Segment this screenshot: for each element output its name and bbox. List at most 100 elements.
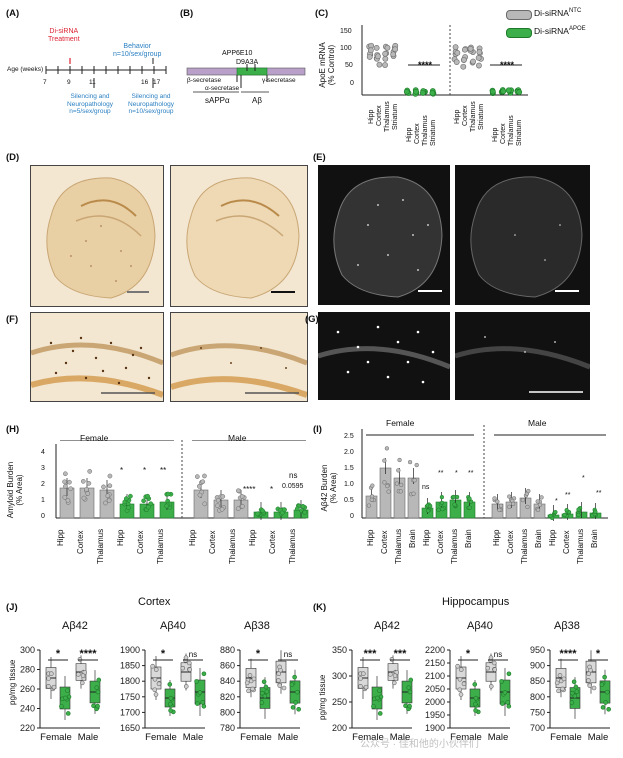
i-dot [386,489,391,494]
box-ytick-label: 800 [220,707,235,717]
c-sig-right: **** [500,60,515,70]
box-sig-female: * [161,648,166,660]
h-xcat-8: Cortex [208,530,217,554]
c-xcat-hipp-2: Hipp [406,127,413,142]
h-xcat-11: Cortex [268,530,277,554]
i-xcat-15: Thalamus [576,528,585,564]
box-dot [388,672,393,677]
gamma-secretase: γ-secretase [262,77,296,84]
box-dot [455,663,460,669]
i-msig-1: * [555,498,558,505]
box-ytick-label: 800 [530,692,545,702]
i-xcat-4: Brain [408,529,417,548]
c-xcat-thalamus-2: Thalamus [422,115,429,146]
h-dot [239,494,245,499]
treatment-label: Di-siRNA Treatment [48,28,80,44]
box-dot [491,660,497,666]
box-ytick-label: 700 [530,723,545,733]
hippocampus-fluorescence-icon [317,325,451,384]
i-xcat-11: Thalamus [520,528,529,564]
j-title: Cortex [138,596,171,608]
treatment-line1: Di-siRNA [49,28,79,35]
c-dot-ntc [476,62,482,69]
h-dot [164,503,169,509]
h-dot [86,481,92,486]
box-dot [572,693,578,699]
box-dot [153,667,159,672]
box-dot [473,708,478,713]
box-sig-female: * [466,648,471,660]
box-dot [94,685,100,690]
box-dot [361,671,366,676]
box-xcat-male: Male [183,732,204,743]
i-dot [576,507,581,512]
h-dot [202,501,208,507]
tick-9: 9 [67,79,71,86]
h-dot [103,500,108,506]
h-dot [128,493,133,499]
c-xcat-thalamus-3: Thalamus [470,101,477,132]
h-fsig-1: * [120,466,124,475]
box-dot [600,705,606,710]
h-xcat-7: Hipp [188,529,197,546]
panel-label-a: (A) [6,8,20,19]
silencing-1-line2: Neuropathology [67,100,113,108]
i-dot [454,494,460,500]
silencing-2-label: Silencing and Neuropathology n=10/sex/gr… [118,93,184,116]
box-dot [296,706,301,712]
box-xcat-female: Female [550,732,582,743]
silencing-2-line3: n=10/sex/group [128,108,174,115]
box-dot [150,663,155,669]
box-dot [59,704,64,709]
c-xcat-hipp-1: Hipp [368,109,375,124]
panel-label-f: (F) [6,314,19,325]
h-xcat-6: Thalamus [156,528,165,564]
box-dot [152,687,158,693]
legend-ntc-text: Di-siRNANTC [534,8,581,18]
h-ytick-1: 1 [41,497,45,504]
box-ytick-label: 2050 [425,684,445,694]
i-xcat-13: Hipp [548,529,557,546]
c-dot-ntc [452,44,459,51]
box-ytick-label: 950 [530,645,545,655]
box-sig-male: **** [79,648,97,660]
box-dot [251,676,257,682]
box-dot [183,684,189,689]
h-dot [63,471,68,477]
brain-fluorescence-icon [333,176,443,298]
box-dot [201,671,207,677]
box-dot [502,690,508,695]
i-male-title: Male [528,418,547,428]
box-dot [290,705,296,710]
h-dot [148,501,154,507]
c-dot-ntc [366,54,373,60]
h-msig-2: * [270,485,274,494]
i-xcat-12: Brain [534,529,543,548]
box-dot [569,700,575,705]
c-dot-ntc [467,45,474,52]
box-ytick-label: 850 [530,676,545,686]
timeline-axis [45,58,167,88]
h-male-title: Male [228,433,247,443]
box-dot [200,700,205,705]
i-xcat-9: Hipp [492,529,501,546]
tick-17: 17 [153,79,161,86]
box-dot [80,673,86,679]
i-dot [593,509,598,514]
box-dot [259,700,265,705]
h-ylabel-line1: Amyloid Burden [6,461,15,519]
h-dot [260,508,265,514]
box-dot [247,673,253,678]
box-dot [569,690,575,696]
h-dot [220,494,226,499]
box-dot [244,680,250,686]
brain-section-ntc-d [30,165,164,307]
h-dot [123,496,129,501]
i-xcat-7: Thalamus [450,528,459,564]
c-xcat-thalamus-4: Thalamus [508,115,515,146]
box-dot [408,677,414,683]
box-dot [186,660,192,666]
i-fsig-4: ** [468,470,474,477]
box-sig-male: * [596,648,601,660]
